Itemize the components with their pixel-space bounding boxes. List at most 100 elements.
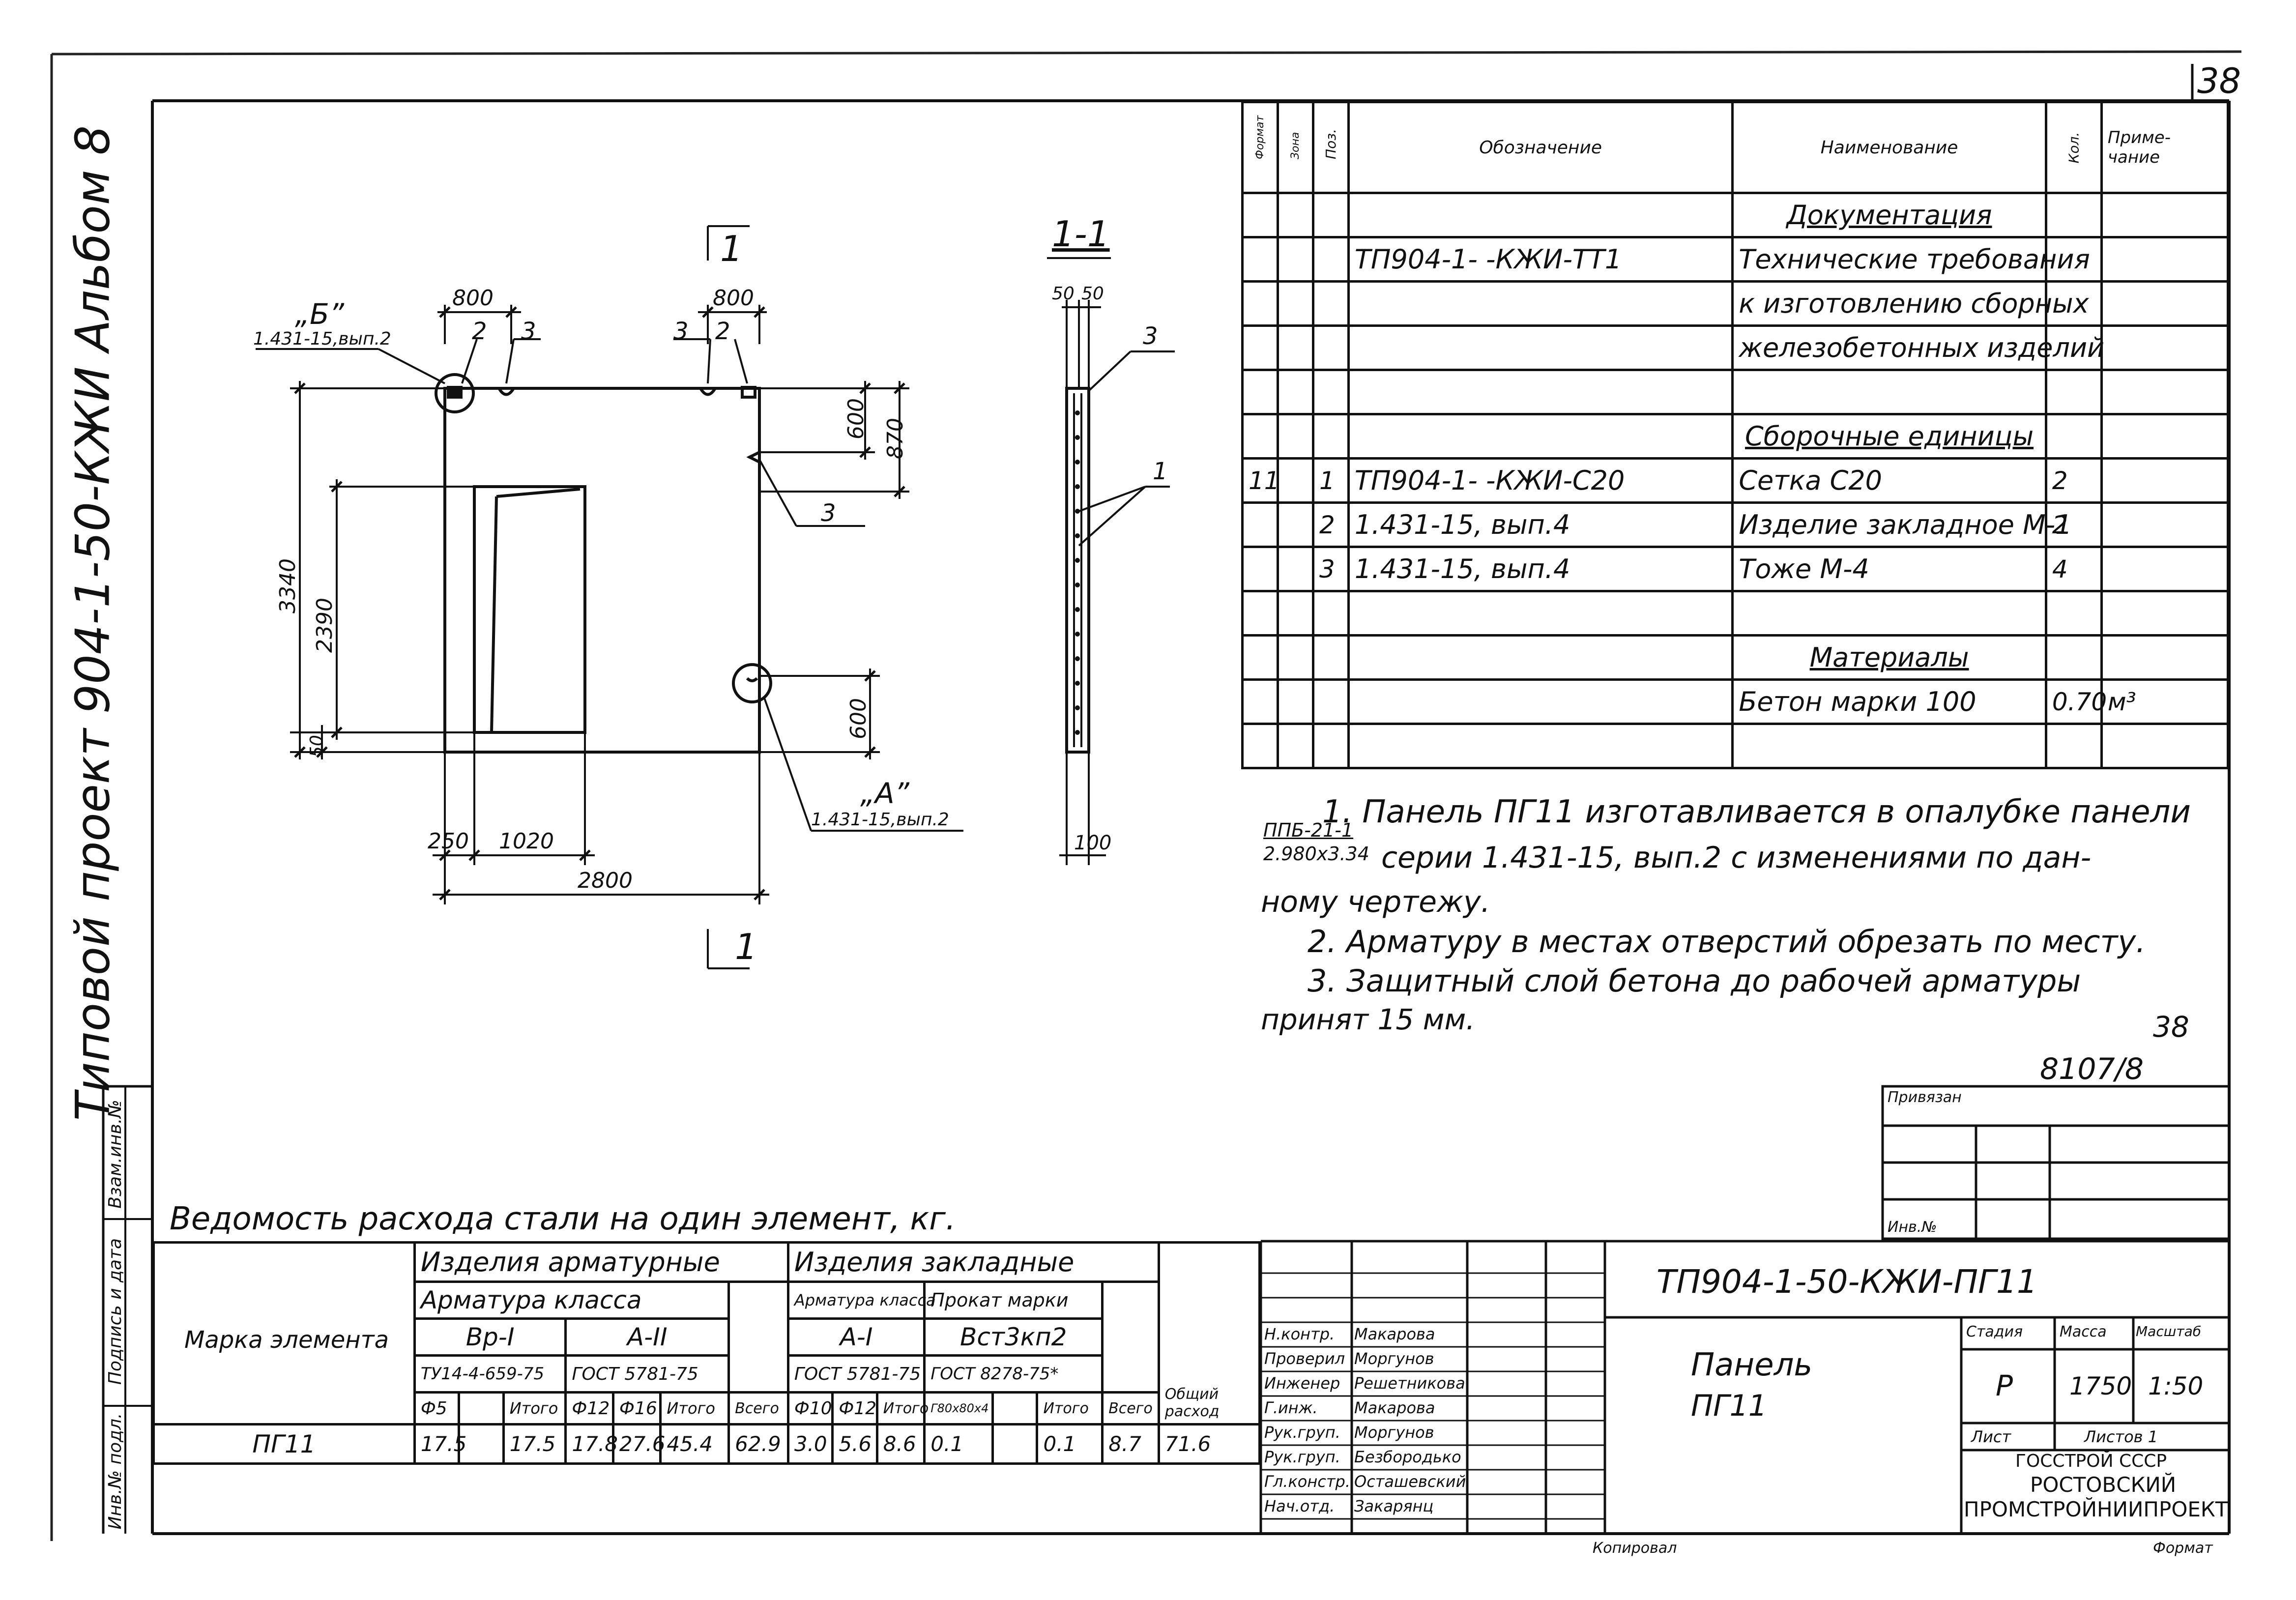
pos-2-mid: 2 bbox=[715, 318, 730, 345]
spec-cell-designation bbox=[1347, 590, 1734, 637]
spec-cell-zone bbox=[1276, 369, 1314, 415]
spec-cell-name: Материалы bbox=[1731, 634, 2047, 681]
pos-3-mid: 3 bbox=[673, 318, 689, 345]
pos-1-section: 1 bbox=[1153, 458, 1168, 485]
steel-h-vst: Вст3кп2 bbox=[923, 1317, 1104, 1357]
steel-sub: Всего bbox=[1101, 1391, 1160, 1425]
steel-val: 8.7 bbox=[1101, 1423, 1160, 1465]
spec-cell-note bbox=[2100, 590, 2230, 637]
dim-50-b: 50 bbox=[1081, 284, 1104, 304]
spec-cell-name: Сборочные единицы bbox=[1731, 413, 2047, 460]
node-b-ref: 1.431-15,вып.2 bbox=[253, 329, 391, 349]
steel-table: Марка элемента Изделия арматурные Издели… bbox=[152, 1241, 1261, 1465]
spec-row: к изготовлению сборных bbox=[1241, 280, 2230, 327]
org-line-3: ПРОМСТРОЙНИИПРОЕКТ bbox=[1964, 1497, 2228, 1521]
spec-cell-note bbox=[2100, 457, 2230, 504]
spec-cell-qty: 0.70 bbox=[2044, 678, 2107, 725]
note-1c: ному чертежу. bbox=[1261, 885, 1490, 919]
spec-cell-qty bbox=[2044, 369, 2103, 415]
approval-name: Осташевский bbox=[1354, 1472, 1466, 1491]
section-body bbox=[1065, 387, 1090, 754]
spec-cell-name bbox=[1731, 369, 2047, 415]
dim-50-a: 50 bbox=[1052, 284, 1075, 304]
spec-cell-pos bbox=[1311, 678, 1350, 725]
spec-cell-qty bbox=[2044, 236, 2103, 283]
spec-cell-note bbox=[2100, 723, 2230, 769]
dim-100: 100 bbox=[1074, 832, 1112, 854]
spec-cell-note bbox=[2100, 546, 2230, 592]
approval-role: Г.инж. bbox=[1264, 1398, 1318, 1417]
steel-h-mark: Марка элемента bbox=[152, 1241, 416, 1393]
spec-cell-zone bbox=[1276, 546, 1314, 592]
pos-3-left: 3 bbox=[521, 318, 536, 345]
steel-val bbox=[458, 1423, 505, 1465]
spec-cell-name bbox=[1731, 590, 2047, 637]
steel-h-gost1: ГОСТ 5781-75 bbox=[564, 1354, 730, 1394]
steel-val: 17.5 bbox=[413, 1423, 466, 1465]
spec-cell-note bbox=[2100, 501, 2230, 548]
section-mark-bottom: 1 bbox=[735, 926, 757, 967]
note-1a: 1. Панель ПГ11 изготавливается в опалубк… bbox=[1322, 794, 2191, 830]
spec-cell-pos bbox=[1311, 192, 1350, 238]
steel-sub: Г80х80х4 bbox=[923, 1391, 994, 1425]
panel-opening bbox=[473, 485, 586, 734]
spec-cell-designation: 1.431-15, вып.4 bbox=[1347, 501, 1734, 548]
spec-row bbox=[1241, 723, 2230, 769]
spec-cell-designation bbox=[1347, 324, 1734, 371]
spec-cell-zone bbox=[1276, 590, 1314, 637]
steel-val: 8.6 bbox=[875, 1423, 926, 1465]
spec-table: Формат Зона Поз. Обозначение Наименовани… bbox=[1241, 101, 2230, 194]
spec-row bbox=[1241, 590, 2230, 637]
spec-cell-zone bbox=[1276, 280, 1314, 327]
steel-h-prokat: Прокат марки bbox=[923, 1280, 1104, 1320]
spec-cell-designation: ТП904-1- -КЖИ-С20 bbox=[1347, 457, 1734, 504]
spec-cell-name bbox=[1731, 723, 2047, 769]
spec-cell-pos bbox=[1311, 634, 1350, 681]
order-number: 8107/8 bbox=[2040, 1052, 2144, 1086]
spec-cell-zone bbox=[1276, 457, 1314, 504]
steel-sub bbox=[458, 1391, 505, 1425]
spec-cell-pos: 1 bbox=[1311, 457, 1350, 504]
pos-3-section: 3 bbox=[1143, 322, 1158, 350]
approval-role: Проверил bbox=[1264, 1349, 1345, 1368]
steel-val: 0.1 bbox=[923, 1423, 994, 1465]
steel-h-mark-bottom bbox=[152, 1392, 416, 1425]
spec-cell-format bbox=[1241, 236, 1279, 283]
spec-h-qty: Кол. bbox=[2044, 101, 2103, 194]
spec-cell-name: Тоже М-4 bbox=[1731, 546, 2047, 592]
opening-diagonal bbox=[496, 488, 581, 498]
steel-sub-row: Ф5 Итого Ф12 Ф16 Итого Всего Ф10 Ф12 Ито… bbox=[152, 1391, 1260, 1425]
steel-h-total: Общий расход bbox=[1157, 1241, 1261, 1425]
spec-row bbox=[1241, 369, 2230, 415]
scale-header: Масштаб bbox=[2136, 1323, 2202, 1339]
steel-title: Ведомость расхода стали на один элемент,… bbox=[170, 1201, 956, 1237]
steel-val: 5.6 bbox=[831, 1423, 878, 1465]
approval-name: Моргунов bbox=[1354, 1349, 1434, 1368]
spec-row: Документация bbox=[1241, 192, 2230, 238]
steel-data-row: ПГ11 17.5 17.5 17.8 27.6 45.4 62.9 3.0 5… bbox=[152, 1423, 1261, 1465]
spec-cell-note bbox=[2100, 236, 2230, 283]
spec-h-format: Формат bbox=[1241, 101, 1279, 194]
spec-cell-qty bbox=[2044, 192, 2103, 238]
steel-h-a2: А-II bbox=[564, 1317, 730, 1357]
steel-h-ty: ТУ14-4-659-75 bbox=[413, 1354, 567, 1394]
mass-header: Масса bbox=[2060, 1323, 2107, 1340]
spec-cell-name: Изделие закладное М-1 bbox=[1731, 501, 2072, 548]
spec-cell-qty: 2 bbox=[2044, 501, 2103, 548]
steel-val: 17.8 bbox=[564, 1423, 618, 1465]
approval-role: Рук.груп. bbox=[1264, 1423, 1340, 1442]
spec-cell-qty bbox=[2044, 590, 2103, 637]
spec-cell-name: железобетонных изделий bbox=[1731, 324, 2104, 371]
note-1b: серии 1.431-15, вып.2 с изменениями по д… bbox=[1381, 841, 2092, 875]
panel-outline bbox=[443, 387, 761, 754]
steel-sub: Ф12 bbox=[831, 1391, 878, 1425]
steel-h-zakl: Изделия закладные bbox=[786, 1241, 1160, 1283]
steel-total: 71.6 bbox=[1157, 1423, 1261, 1465]
spec-cell-zone bbox=[1276, 192, 1314, 238]
